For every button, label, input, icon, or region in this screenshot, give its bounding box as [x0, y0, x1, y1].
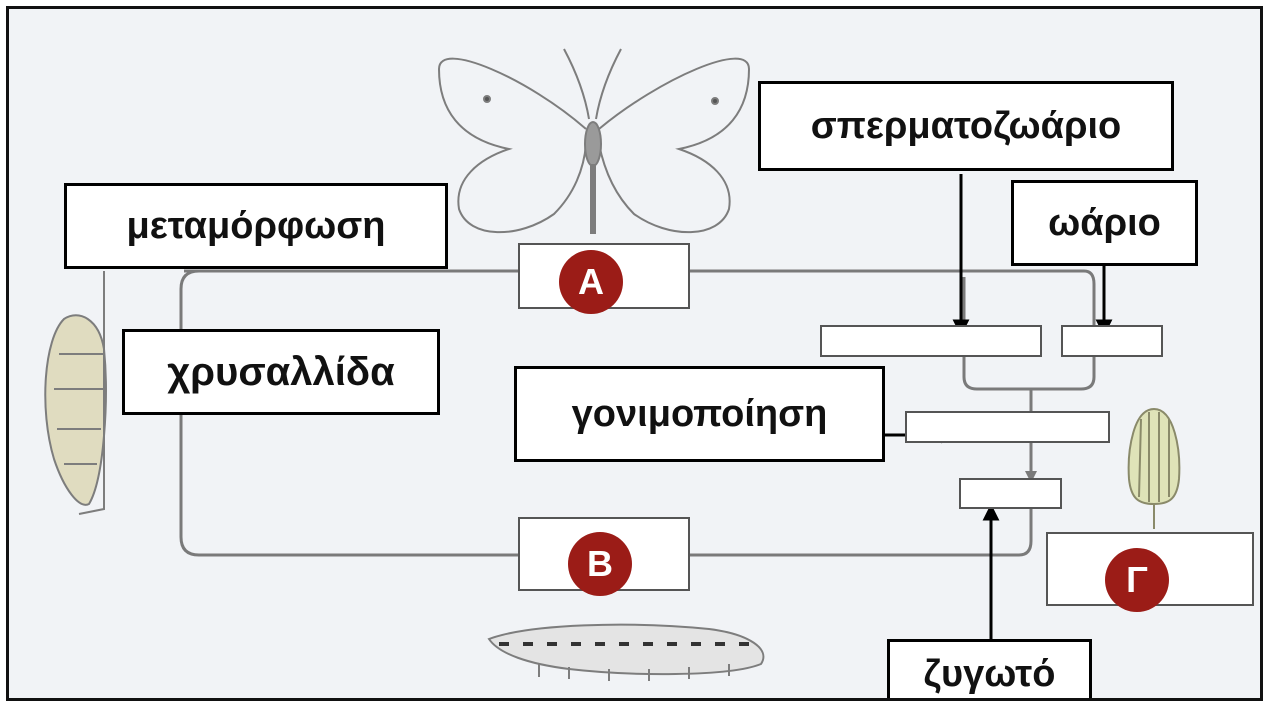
diagram-artwork [44, 48, 1181, 681]
label-fertilization: γονιμοποίηση [514, 366, 885, 462]
zygote-slot[interactable] [959, 478, 1062, 509]
label-metamorphosis: μεταμόρφωση [64, 183, 448, 269]
egg-illustration [1127, 407, 1181, 529]
gamete-connector-left [962, 277, 1031, 391]
badge-b: B [568, 532, 632, 596]
life-cycle-loop-left [179, 269, 1033, 557]
caterpillar-illustration [487, 623, 765, 681]
badge-c: Γ [1105, 548, 1169, 612]
butterfly-illustration [437, 48, 751, 234]
sperm-slot[interactable] [820, 325, 1042, 357]
life-cycle-loop [184, 269, 1096, 309]
label-pupa: χρυσαλλίδα [122, 329, 440, 415]
diagram-frame: A B Γ μεταμόρφωση χρυσαλλίδα σπερματοζωά… [6, 6, 1263, 701]
badge-a: A [559, 250, 623, 314]
gamete-connector-right [1031, 309, 1096, 391]
egg-slot[interactable] [1061, 325, 1163, 357]
pupa-illustration [44, 271, 107, 515]
label-egg: ωάριο [1011, 180, 1198, 266]
fertilization-slot[interactable] [905, 411, 1110, 443]
label-zygote: ζυγωτό [887, 639, 1092, 698]
zygote-connector-arrowhead [1025, 471, 1037, 483]
label-sperm: σπερματοζωάριο [758, 81, 1174, 171]
